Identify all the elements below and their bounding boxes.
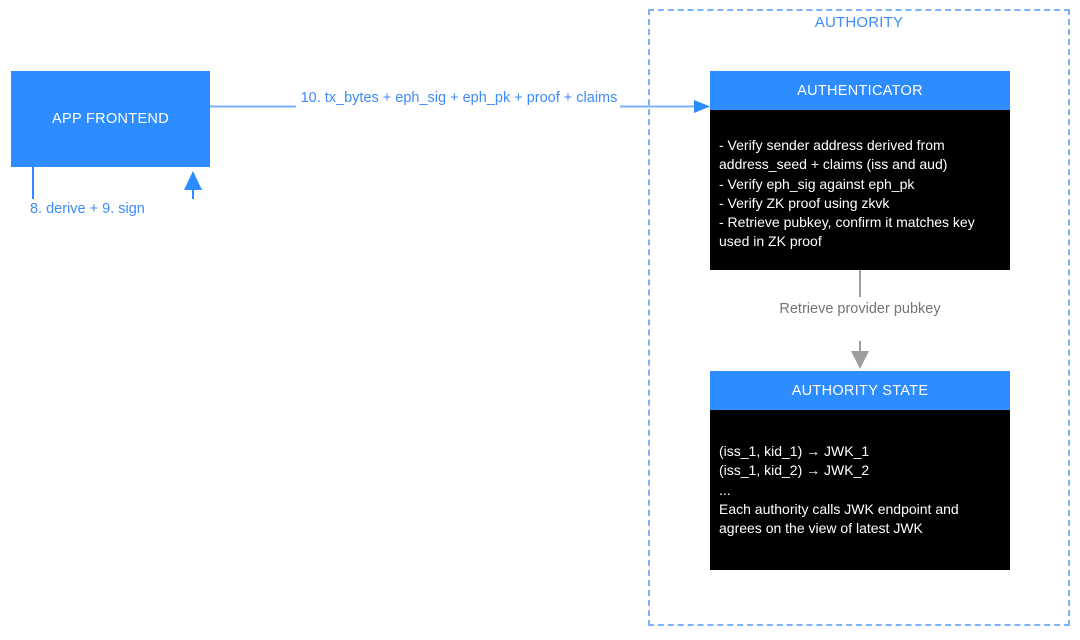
- authenticator-body-line: - Verify sender address derived from add…: [719, 137, 949, 173]
- authenticator-body-line: - Retrieve pubkey, confirm it matches ke…: [719, 214, 979, 250]
- node-authenticator[interactable]: AUTHENTICATOR - Verify sender address de…: [710, 71, 1010, 270]
- authority-state-body-line: (iss_1, kid_1) → JWK_1: [719, 443, 870, 459]
- node-authenticator-header: AUTHENTICATOR: [710, 71, 1010, 110]
- node-app-frontend-label: APP FRONTEND: [52, 111, 169, 127]
- node-authority-state[interactable]: AUTHORITY STATE (iss_1, kid_1) → JWK_1 (…: [710, 371, 1010, 570]
- authority-state-body-line: (iss_1, kid_2) → JWK_2: [719, 462, 870, 479]
- node-authority-state-header: AUTHORITY STATE: [710, 371, 1010, 410]
- authenticator-body-line: - Verify eph_sig against eph_pk: [719, 175, 915, 192]
- authority-state-body-line: ...: [719, 481, 731, 498]
- authority-state-body-line: Each authority calls JWK endpoint and ag…: [719, 500, 963, 537]
- edge-label-retrieve-provider-pubkey: Retrieve provider pubkey: [770, 299, 950, 320]
- node-authority-state-body: (iss_1, kid_1) → JWK_1 (iss_1, kid_2) → …: [710, 410, 1010, 570]
- node-app-frontend[interactable]: APP FRONTEND: [11, 71, 210, 167]
- edge-label-derive-sign: 8. derive + 9. sign: [28, 199, 207, 219]
- authority-group-boundary: [648, 9, 1070, 626]
- authority-group-label: AUTHORITY: [814, 14, 904, 31]
- node-authority-state-title: AUTHORITY STATE: [791, 382, 929, 399]
- authenticator-body-line: - Verify ZK proof using zkvk: [719, 194, 890, 211]
- node-authenticator-title: AUTHENTICATOR: [797, 82, 923, 99]
- node-authenticator-body: - Verify sender address derived from add…: [710, 110, 1010, 270]
- edge-label-tx-payload: 10. tx_bytes + eph_sig + eph_pk + proof …: [300, 90, 618, 106]
